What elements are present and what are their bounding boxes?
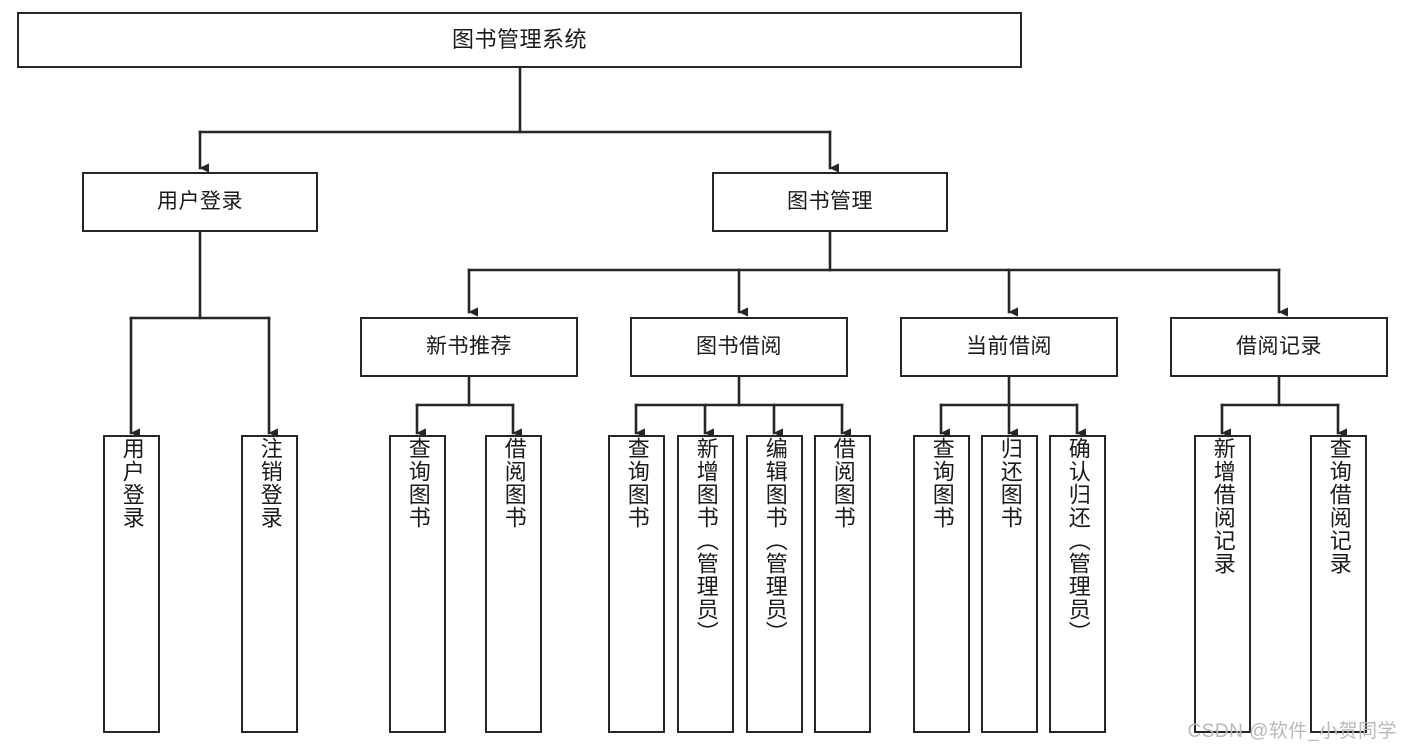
leaf-current-borrow-query-label: 查询图书 xyxy=(929,437,955,529)
leaf-book-borrow-query-label: 查询图书 xyxy=(624,437,650,529)
leaf-book-borrow-add[interactable]: 新增图书（管理员） xyxy=(677,435,734,733)
leaf-new-book-query[interactable]: 查询图书 xyxy=(389,435,446,733)
leaf-user-login-login-label: 用户登录 xyxy=(119,437,145,529)
leaf-borrow-record-add[interactable]: 新增借阅记录 xyxy=(1194,435,1251,733)
leaf-new-book-borrow[interactable]: 借阅图书 xyxy=(485,435,542,733)
leaf-borrow-record-add-label: 新增借阅记录 xyxy=(1210,437,1236,575)
leaf-borrow-record-query-label: 查询借阅记录 xyxy=(1326,437,1352,575)
node-book-borrow[interactable]: 图书借阅 xyxy=(630,317,848,377)
leaf-current-borrow-return-label: 归还图书 xyxy=(997,437,1023,529)
node-book-management[interactable]: 图书管理 xyxy=(712,172,948,232)
leaf-current-borrow-query[interactable]: 查询图书 xyxy=(913,435,970,733)
leaf-book-borrow-borrow[interactable]: 借阅图书 xyxy=(814,435,871,733)
leaf-book-borrow-add-label: 新增图书（管理员） xyxy=(693,437,719,644)
leaf-book-borrow-borrow-label: 借阅图书 xyxy=(830,437,856,529)
leaf-new-book-query-label: 查询图书 xyxy=(405,437,431,529)
node-user-login[interactable]: 用户登录 xyxy=(82,172,318,232)
leaf-current-borrow-confirm-return[interactable]: 确认归还（管理员） xyxy=(1049,435,1106,733)
node-book-borrow-label: 图书借阅 xyxy=(696,335,782,359)
leaf-borrow-record-query[interactable]: 查询借阅记录 xyxy=(1310,435,1367,733)
node-root-system[interactable]: 图书管理系统 xyxy=(17,12,1022,68)
leaf-book-borrow-edit[interactable]: 编辑图书（管理员） xyxy=(746,435,803,733)
leaf-current-borrow-return[interactable]: 归还图书 xyxy=(981,435,1038,733)
node-borrow-record[interactable]: 借阅记录 xyxy=(1170,317,1388,377)
node-book-management-label: 图书管理 xyxy=(787,190,873,214)
leaf-current-borrow-confirm-return-label: 确认归还（管理员） xyxy=(1065,437,1091,644)
node-current-borrow-label: 当前借阅 xyxy=(966,335,1052,359)
leaf-user-login-login[interactable]: 用户登录 xyxy=(103,435,160,733)
leaf-new-book-borrow-label: 借阅图书 xyxy=(501,437,527,529)
node-borrow-record-label: 借阅记录 xyxy=(1236,335,1322,359)
node-new-book-recommend[interactable]: 新书推荐 xyxy=(360,317,578,377)
leaf-book-borrow-edit-label: 编辑图书（管理员） xyxy=(762,437,788,644)
node-current-borrow[interactable]: 当前借阅 xyxy=(900,317,1118,377)
node-user-login-label: 用户登录 xyxy=(157,190,243,214)
leaf-user-login-logout-label: 注销登录 xyxy=(257,437,283,529)
leaf-book-borrow-query[interactable]: 查询图书 xyxy=(608,435,665,733)
leaf-user-login-logout[interactable]: 注销登录 xyxy=(241,435,298,733)
node-new-book-recommend-label: 新书推荐 xyxy=(426,335,512,359)
watermark-text: CSDN @软件_小贺同学 xyxy=(1187,721,1397,742)
node-root-system-label: 图书管理系统 xyxy=(451,26,587,52)
